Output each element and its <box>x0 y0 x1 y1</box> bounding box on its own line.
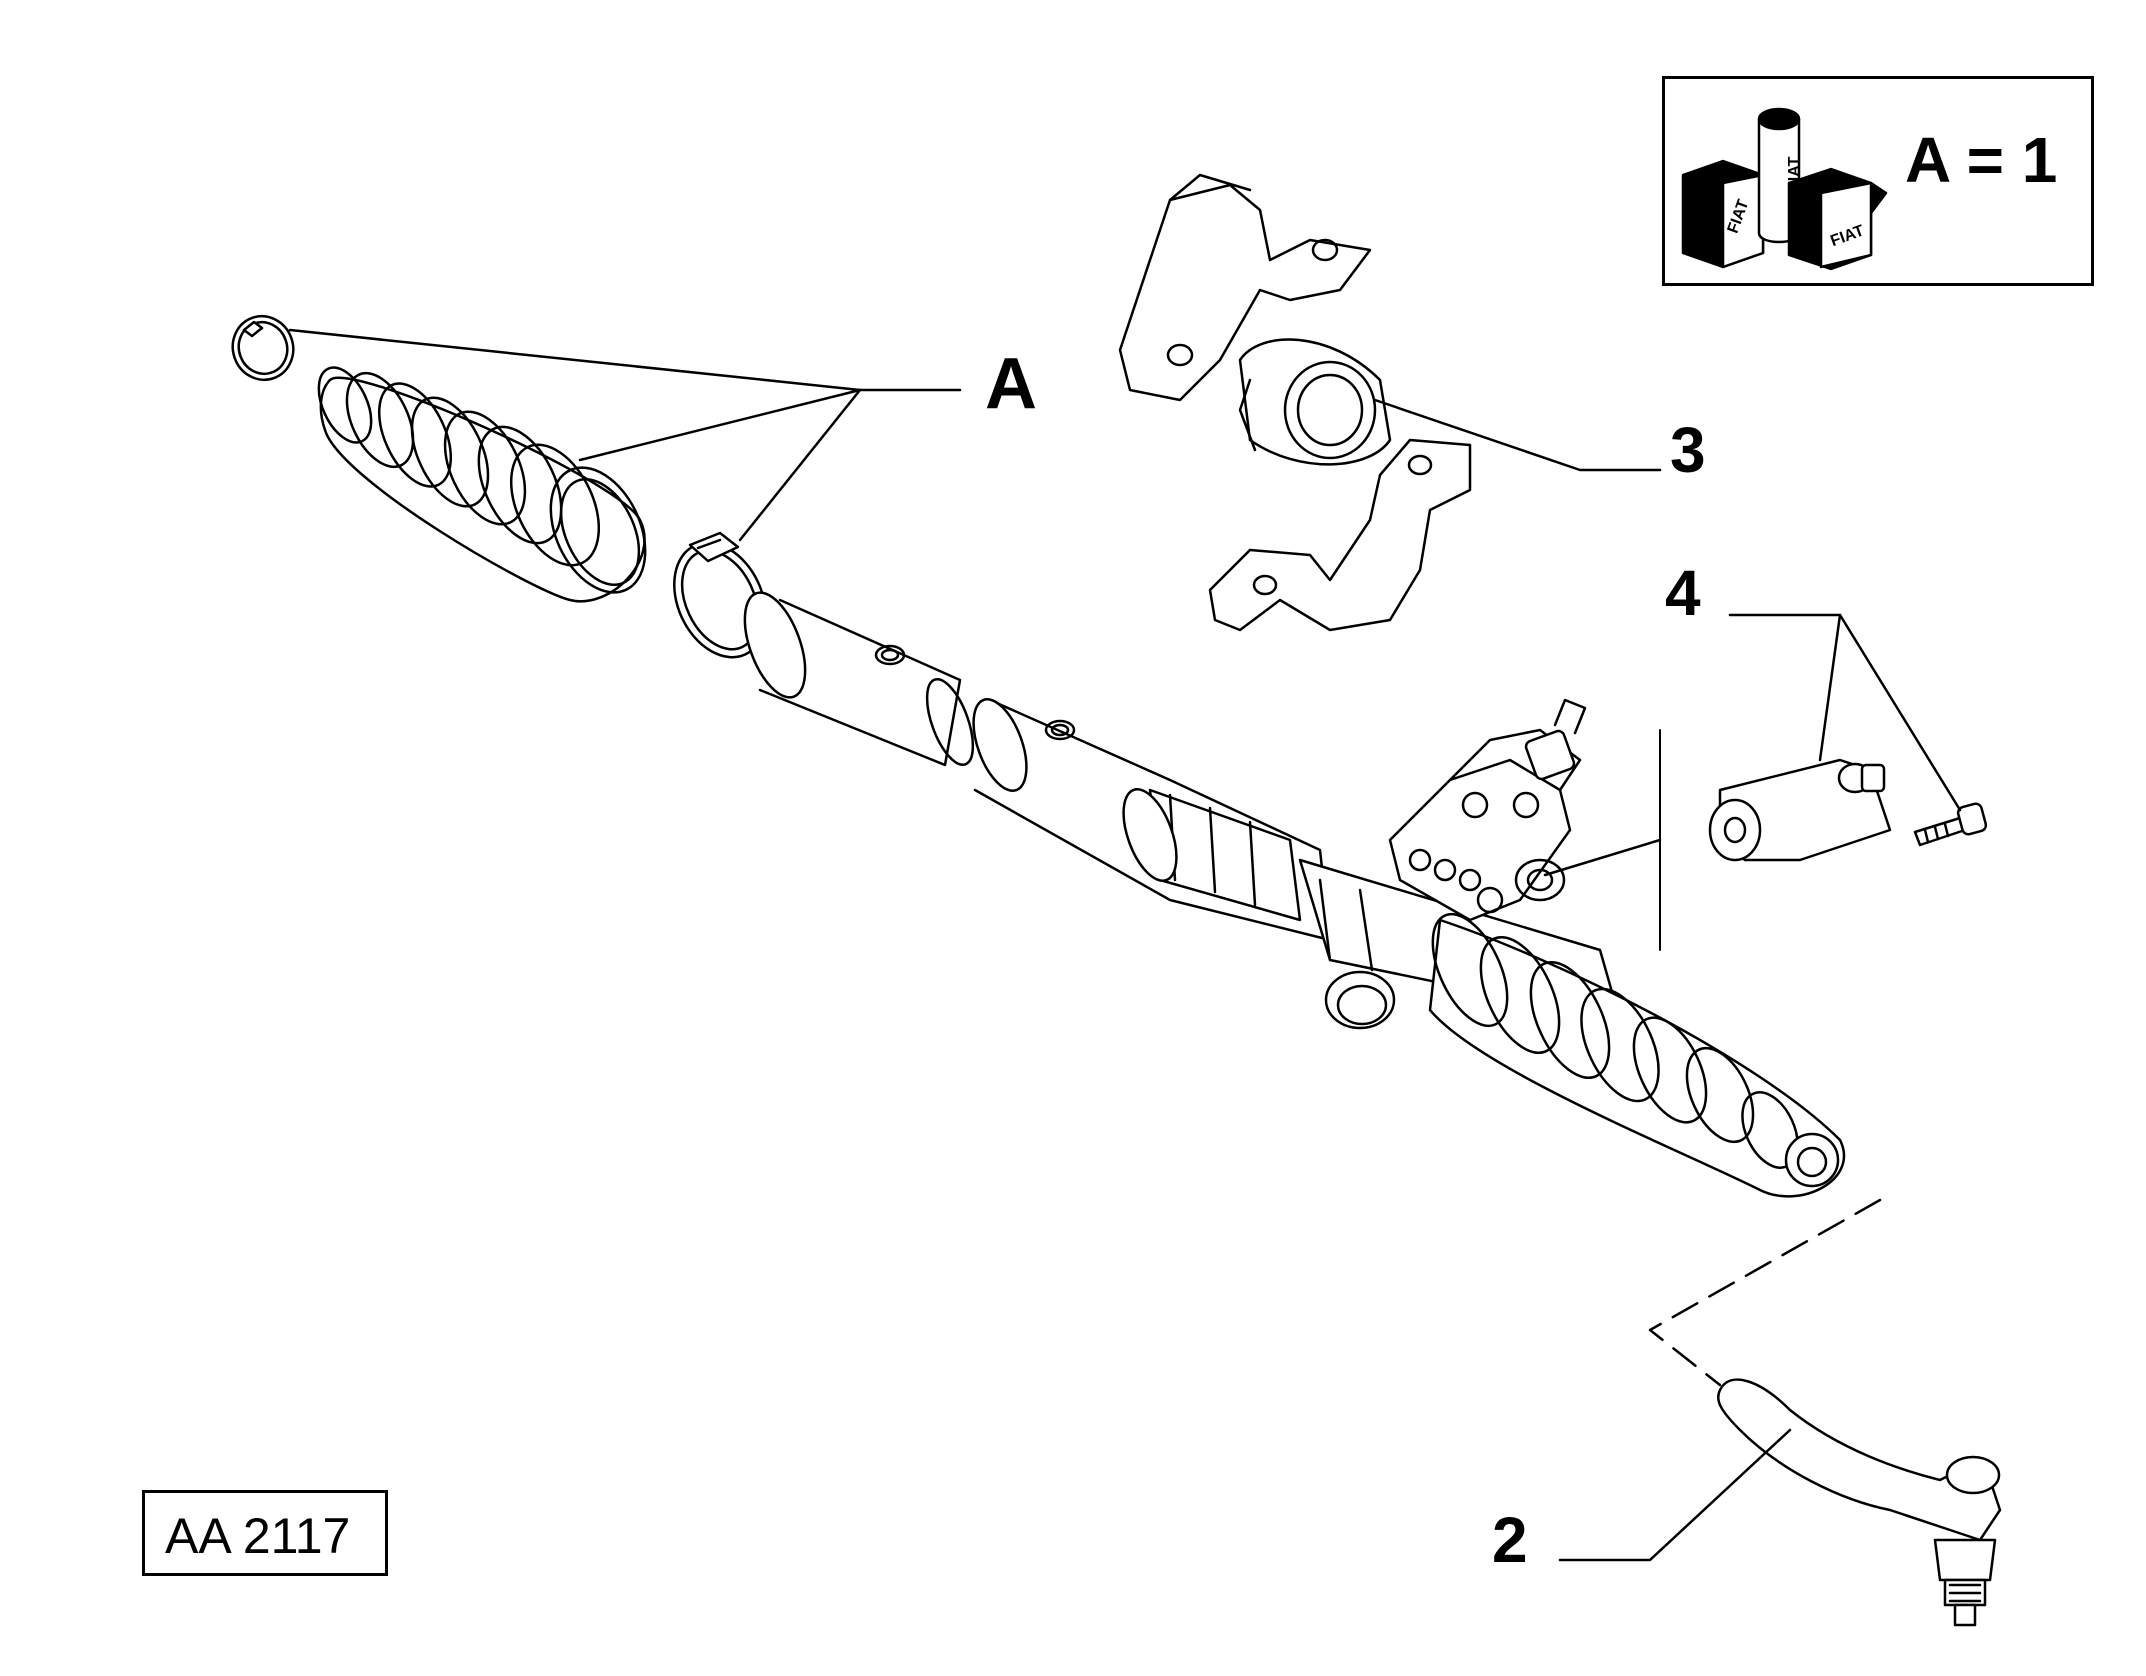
callout-4: 4 <box>1665 557 1701 629</box>
valve-screw <box>1913 802 1988 847</box>
rack-tube-left <box>743 591 975 767</box>
callout-a: A <box>985 344 1037 424</box>
drawing-reference-box: AA 2117 <box>142 1490 388 1576</box>
fiat-kit-icon: FIAT FIAT FIAT <box>1681 107 1888 271</box>
mounting-bracket-lower <box>1208 438 1472 632</box>
rubber-bush <box>1238 338 1392 466</box>
leader-lines <box>288 328 1962 1562</box>
kit-formula: A = 1 <box>1905 124 2058 196</box>
callout-2: 2 <box>1492 1504 1528 1576</box>
callout-3: 3 <box>1670 414 1706 486</box>
tie-rod-end <box>1716 1378 2002 1627</box>
mounting-bracket-upper <box>1118 173 1372 402</box>
valve-plug <box>1708 758 1892 862</box>
kit-legend-box: FIAT FIAT FIAT A = 1 <box>1662 76 2094 286</box>
rack-mount-foot <box>1324 970 1396 1030</box>
pinion-housing <box>1388 698 1587 922</box>
small-clamp-ring <box>231 314 295 382</box>
right-bellows-boot <box>1428 912 1846 1198</box>
drawing-reference-code: AA 2117 <box>165 1508 351 1564</box>
left-bellows-boot <box>317 366 647 603</box>
large-clamp-ring <box>673 531 767 659</box>
